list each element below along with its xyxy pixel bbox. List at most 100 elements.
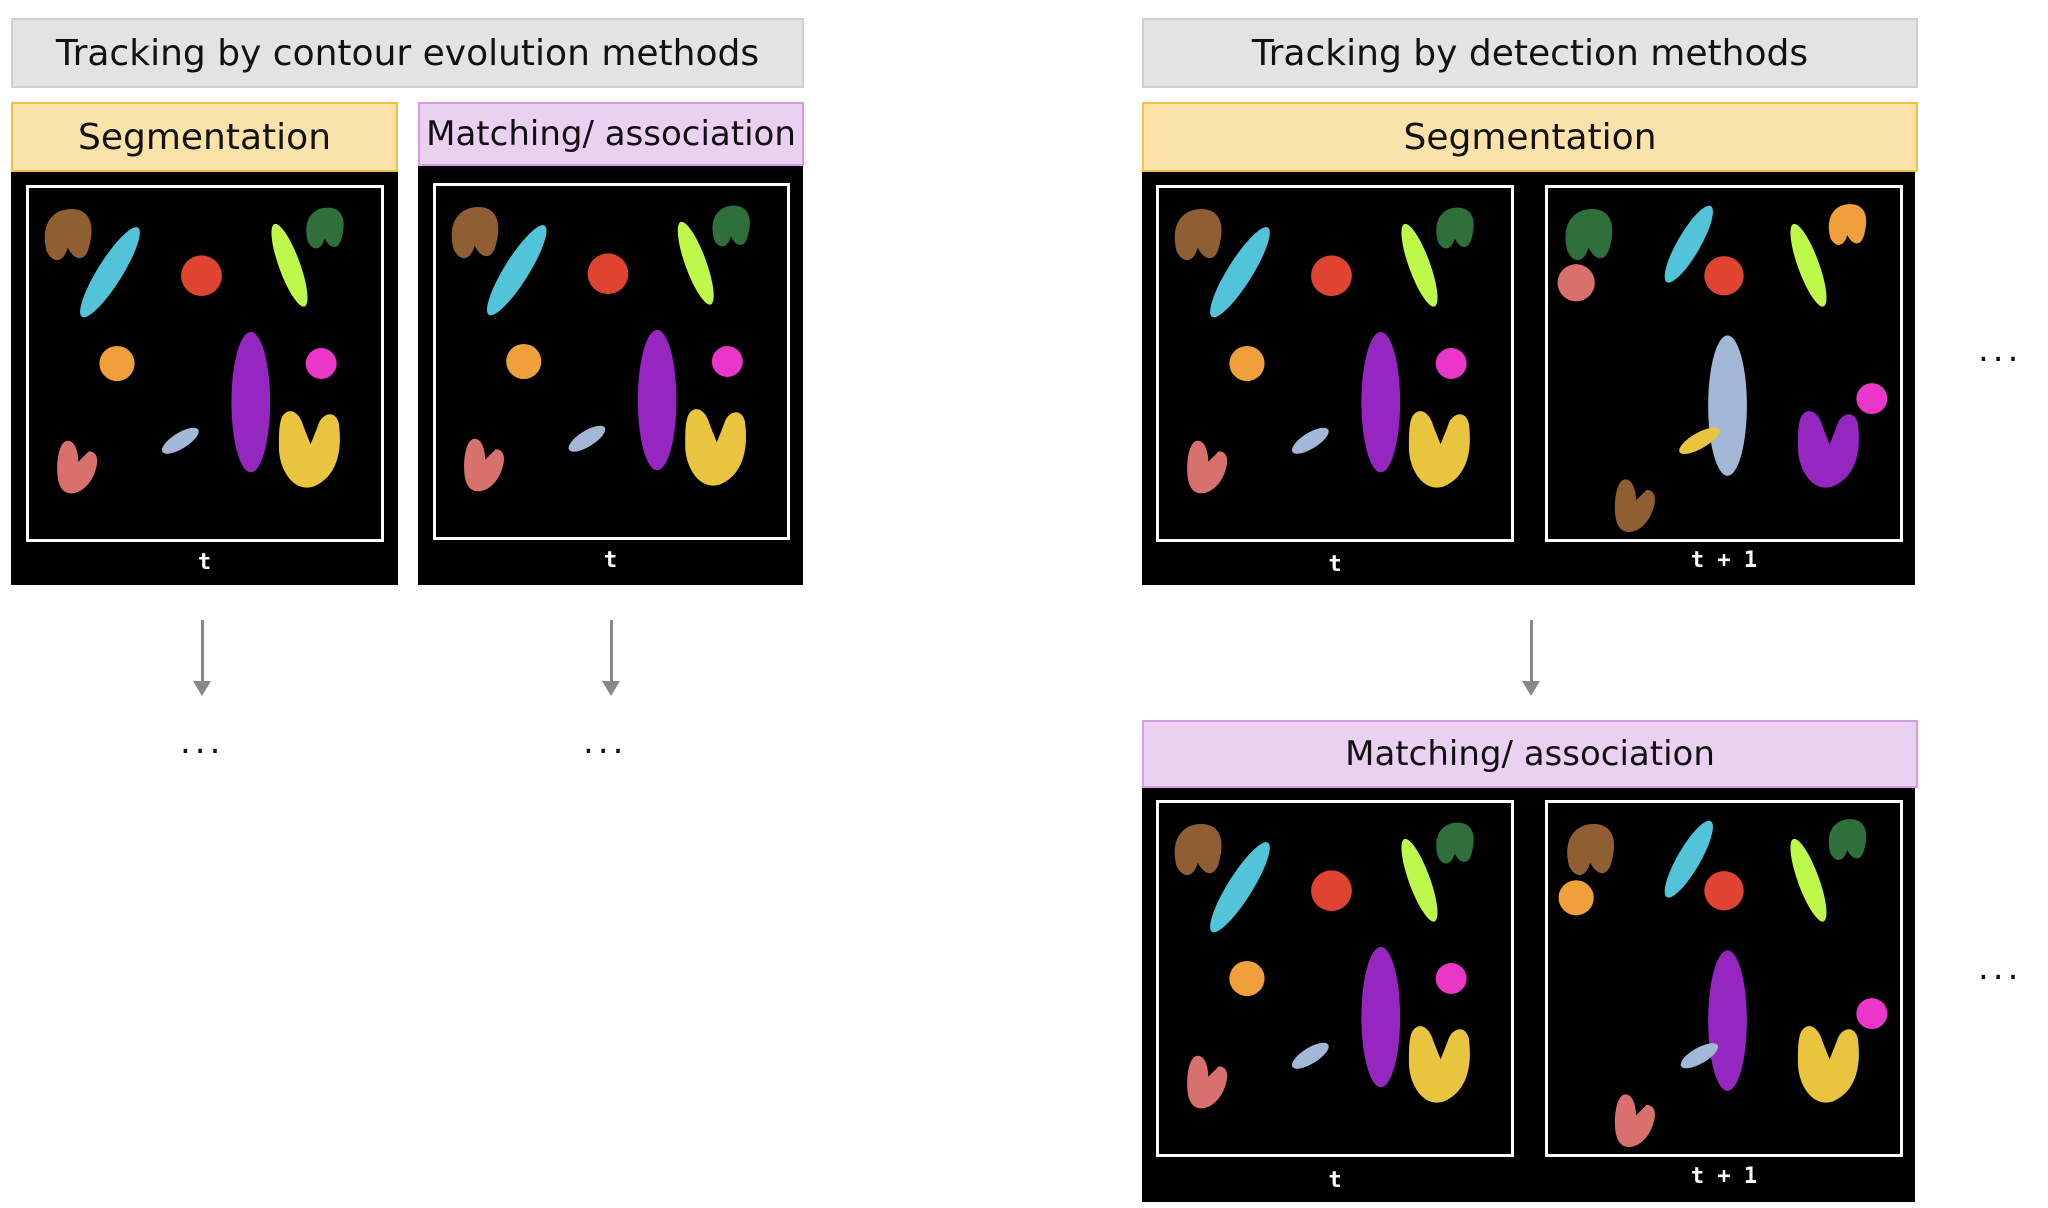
frame-label-t: t [1328,1168,1342,1193]
magenta-circle-blob [1435,348,1467,379]
yellow-u-blob [1797,1026,1859,1103]
cyan-ellipse-blob [80,227,140,318]
lightblue-ellipse-blob [1291,1042,1329,1069]
down-arrow-icon [1522,620,1540,696]
salmon-heart-blob [57,440,98,494]
right-segmentation-header: Segmentation [1142,102,1918,172]
cyan-ellipse-blob [1664,820,1713,898]
salmon-heart-blob [1614,1094,1655,1147]
lime-ellipse-blob [1790,223,1827,307]
purple-ellipse-blob [1361,946,1401,1088]
salmon-heart-blob [1187,440,1228,494]
yellow-u-blob [278,411,340,488]
left-segmentation-panel: t [11,172,398,585]
frame-t-match-left [433,183,790,540]
frame-shapes [1557,204,1888,532]
detection-title: Tracking by detection methods [1142,18,1918,88]
brown-pac-blob [1174,209,1222,261]
purple-ellipse-blob [1361,331,1401,473]
frame-label-t: t [1328,552,1342,577]
right-matching-panel: t t + 1 [1142,788,1915,1202]
green-pac-blob [1828,819,1867,860]
left-matching-label: Matching/ association [426,114,796,154]
red-circle-blob [1311,255,1352,297]
lightblue-ellipse-blob [1708,335,1747,476]
frame-label-t-plus-1: t + 1 [1690,1164,1758,1189]
frame-shapes [1174,207,1474,494]
purple-ellipse-blob [637,329,677,471]
cyan-ellipse-blob [486,225,547,316]
orange-pac-blob [1828,204,1867,245]
frame-t-match-right [1156,800,1514,1157]
continuation-ellipsis: ... [180,722,225,762]
orange-circle-blob [1229,960,1265,997]
lightblue-ellipse-blob [161,427,199,454]
orange-circle-blob [1229,345,1265,382]
green-pac-blob [1436,207,1474,249]
lime-ellipse-blob [1401,838,1438,922]
right-matching-header: Matching/ association [1142,720,1918,788]
frame-shapes [451,205,750,492]
brown-pac-blob [451,207,499,259]
frame-label-t: t [603,548,618,573]
brown-pac-blob [1174,824,1222,876]
contour-evolution-title: Tracking by contour evolution methods [11,18,804,88]
right-segmentation-panel: t t + 1 [1142,172,1915,585]
right-segmentation-label: Segmentation [1403,116,1657,158]
magenta-circle-blob [1435,963,1467,994]
continuation-ellipsis: ... [1978,330,2023,370]
brown-pac-blob [44,209,92,261]
yellow-u-blob [1408,411,1470,488]
left-matching-header: Matching/ association [418,102,804,166]
lime-ellipse-blob [677,221,714,305]
green-pac-blob [712,205,750,247]
frame-t-seg-right [1156,185,1514,542]
green-pac-blob [1565,209,1613,261]
salmon-heart-blob [1187,1055,1228,1109]
frame-label-t: t [197,550,212,575]
detection-title-text: Tracking by detection methods [1251,32,1809,74]
frame-t1-match-right [1545,800,1903,1157]
cyan-ellipse-blob [1664,205,1713,283]
lightblue-ellipse-blob [1291,427,1329,454]
contour-evolution-title-text: Tracking by contour evolution methods [55,32,760,74]
orange-circle-blob [99,345,135,382]
right-matching-label: Matching/ association [1345,734,1715,774]
orange-circle-blob [506,343,542,380]
purple-ellipse-blob [231,331,271,473]
frame-shapes [44,207,344,494]
red-circle-blob [587,253,629,295]
continuation-ellipsis: ... [583,722,628,762]
red-circle-blob [1704,871,1744,911]
frame-shapes [1174,822,1474,1109]
magenta-circle-blob [711,346,743,377]
red-circle-blob [1704,256,1744,296]
left-segmentation-header: Segmentation [11,102,398,172]
red-circle-blob [181,255,222,297]
left-matching-panel: t [418,166,803,585]
lightblue-ellipse-blob [1680,1043,1719,1069]
frame-t-seg-left [26,185,384,542]
cyan-ellipse-blob [1210,227,1270,318]
cyan-ellipse-blob [1210,842,1270,933]
frame-label-t-plus-1: t + 1 [1690,548,1758,573]
brown-heart-blob [1614,479,1655,532]
lime-ellipse-blob [271,223,308,307]
yellow-u-blob [685,409,747,486]
green-pac-blob [306,207,344,249]
green-pac-blob [1436,822,1474,864]
red-circle-blob [1311,870,1352,912]
down-arrow-icon [602,620,620,696]
lightblue-ellipse-blob [568,425,606,452]
frame-shapes [1558,819,1888,1147]
down-arrow-icon [193,620,211,696]
brown-pac-blob [1567,824,1615,876]
magenta-circle-blob [305,348,337,379]
lime-ellipse-blob [1401,223,1438,307]
frame-t1-seg-right [1545,185,1903,542]
purple-ellipse-blob [1708,950,1747,1091]
salmon-circle-blob [1557,264,1595,302]
yellow-u-blob [1408,1026,1470,1103]
salmon-heart-blob [464,438,505,492]
lime-ellipse-blob [1790,838,1827,922]
